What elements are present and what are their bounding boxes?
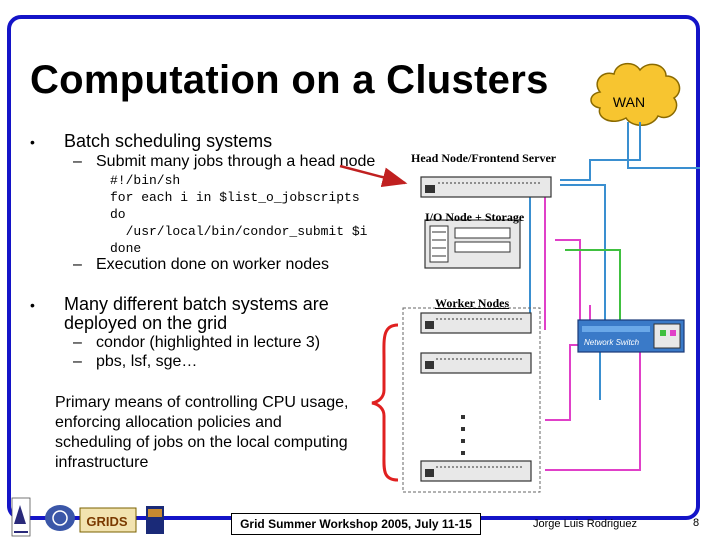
grids-logo-text: GRIDS: [86, 514, 128, 529]
wan-cloud-icon: [590, 62, 681, 126]
primary-means-text: Primary means of controlling CPU usage, …: [55, 394, 349, 471]
code-line: done: [110, 241, 142, 256]
sub-marker: –: [73, 353, 82, 370]
slide-frame: [7, 15, 700, 520]
io-node-label: I/O Node + Storage: [425, 210, 525, 224]
sub-marker: –: [73, 153, 82, 170]
code-block: #!/bin/sh for each i in $list_o_jobscrip…: [110, 172, 367, 257]
footer-workshop: Grid Summer Workshop 2005, July 11-15: [231, 513, 481, 535]
bullet-2-sub-1: condor (highlighted in lecture 3): [96, 334, 321, 351]
worker-node-server-icon: [420, 352, 532, 374]
sub-marker: –: [73, 256, 82, 273]
io-node-storage-icon: [424, 219, 521, 269]
footer-author: Jorge Luis Rodriguez: [533, 518, 637, 530]
code-line: #!/bin/sh: [110, 173, 181, 188]
bullet-marker: •: [30, 134, 35, 150]
footer-logos: [11, 497, 164, 537]
worker-node-server-icon: [420, 460, 532, 482]
worker-brace: [371, 323, 399, 482]
worker-nodes-area: [402, 307, 541, 493]
bullet-2-line-1: Many different batch systems are: [64, 294, 329, 314]
bullet-2-sub-2: pbs, lsf, sge…: [96, 353, 198, 370]
worker-node-server-icon: [420, 312, 532, 334]
network-switch-label: Network Switch: [584, 338, 640, 347]
bullet-1-sub-2: Execution done on worker nodes: [96, 256, 330, 273]
sub-marker: –: [73, 334, 82, 351]
page-number: 8: [693, 517, 700, 529]
head-node-server-icon: [420, 176, 552, 198]
code-line: do: [110, 207, 126, 222]
bullet-1-text: Batch scheduling systems: [64, 131, 273, 151]
head-node-label: Head Node/Frontend Server: [411, 151, 557, 165]
code-line: /usr/local/bin/condor_submit $i: [110, 224, 368, 239]
head-node-arrow: [339, 164, 408, 187]
bullet-marker: •: [30, 297, 35, 313]
slide-title: Computation on a Clusters: [30, 58, 549, 102]
code-line: for each i in $list_o_jobscripts: [110, 190, 360, 205]
network-cables: [529, 122, 700, 471]
network-switch-icon: [577, 319, 685, 353]
more-nodes-dots-icon: [461, 415, 465, 455]
bullet-1-sub-1: Submit many jobs through a head node: [96, 153, 376, 170]
wan-label: WAN: [613, 94, 645, 110]
bullet-2-line-2: deployed on the grid: [64, 313, 228, 333]
worker-nodes-label: Worker Nodes: [435, 296, 510, 310]
